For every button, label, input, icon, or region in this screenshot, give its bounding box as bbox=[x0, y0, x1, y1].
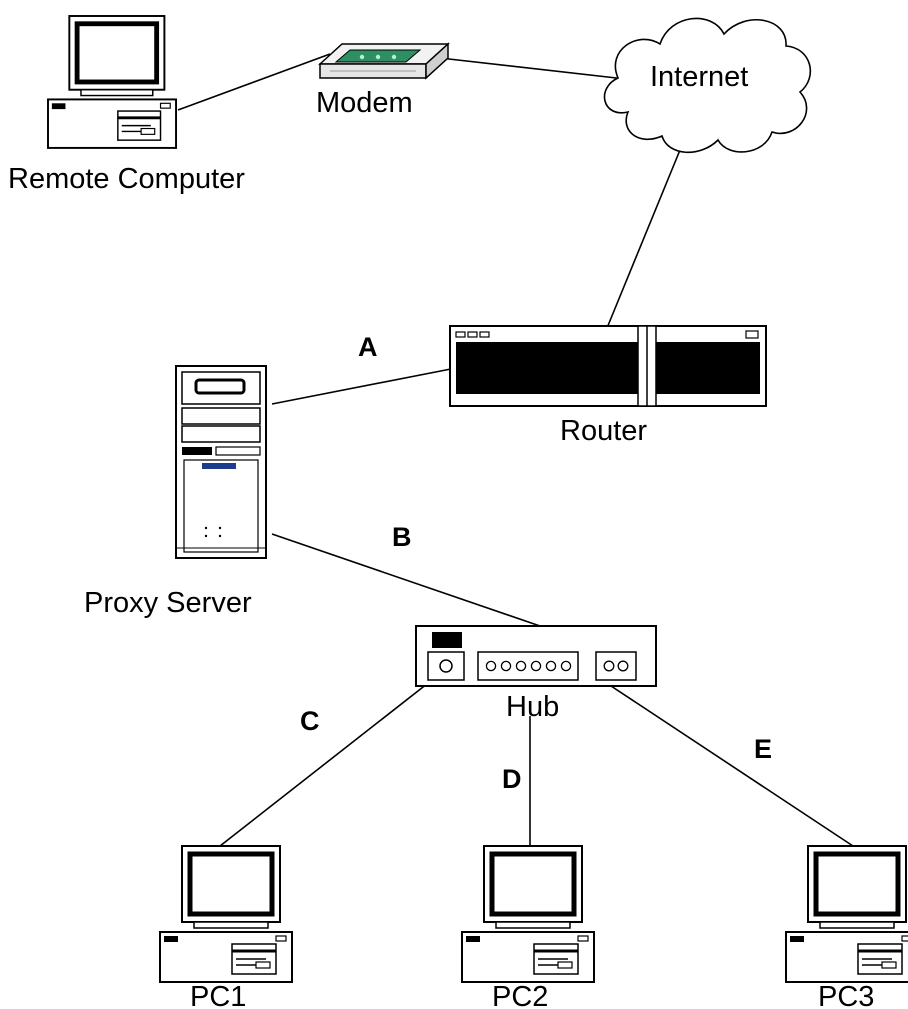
link-modem-internet bbox=[439, 57, 635, 81]
link-a-proxy-router bbox=[271, 367, 457, 405]
pc1-computer-icon bbox=[160, 846, 292, 982]
link-internet-router bbox=[606, 149, 681, 329]
link-label-a: A bbox=[358, 332, 378, 362]
link-remote-modem bbox=[177, 53, 331, 111]
link-label-b: B bbox=[392, 522, 412, 552]
pc3-computer-icon bbox=[786, 846, 908, 982]
link-b-proxy-hub bbox=[271, 533, 541, 627]
router-label: Router bbox=[560, 415, 647, 447]
link-label-e: E bbox=[754, 734, 772, 764]
pc1-label: PC1 bbox=[190, 981, 246, 1009]
remote-computer-icon bbox=[48, 16, 176, 148]
link-e-hub-pc3 bbox=[607, 683, 854, 847]
internet-label: Internet bbox=[650, 61, 748, 93]
hub-icon bbox=[415, 625, 657, 687]
modem-icon bbox=[318, 42, 450, 80]
link-label-d: D bbox=[502, 764, 522, 794]
router-icon bbox=[449, 325, 767, 407]
link-label-c: C bbox=[300, 706, 320, 736]
remote-computer-label: Remote Computer bbox=[8, 163, 245, 195]
link-c-hub-pc1 bbox=[219, 679, 433, 847]
server-tower-icon bbox=[175, 365, 267, 559]
proxy-server-label: Proxy Server bbox=[84, 587, 252, 619]
connection-lines bbox=[177, 53, 854, 847]
pc3-label: PC3 bbox=[818, 981, 874, 1009]
cloud-icon bbox=[603, 17, 811, 154]
pc2-label: PC2 bbox=[492, 981, 548, 1009]
pc2-computer-icon bbox=[462, 846, 594, 982]
hub-label: Hub bbox=[506, 691, 559, 723]
modem-label: Modem bbox=[316, 87, 413, 119]
